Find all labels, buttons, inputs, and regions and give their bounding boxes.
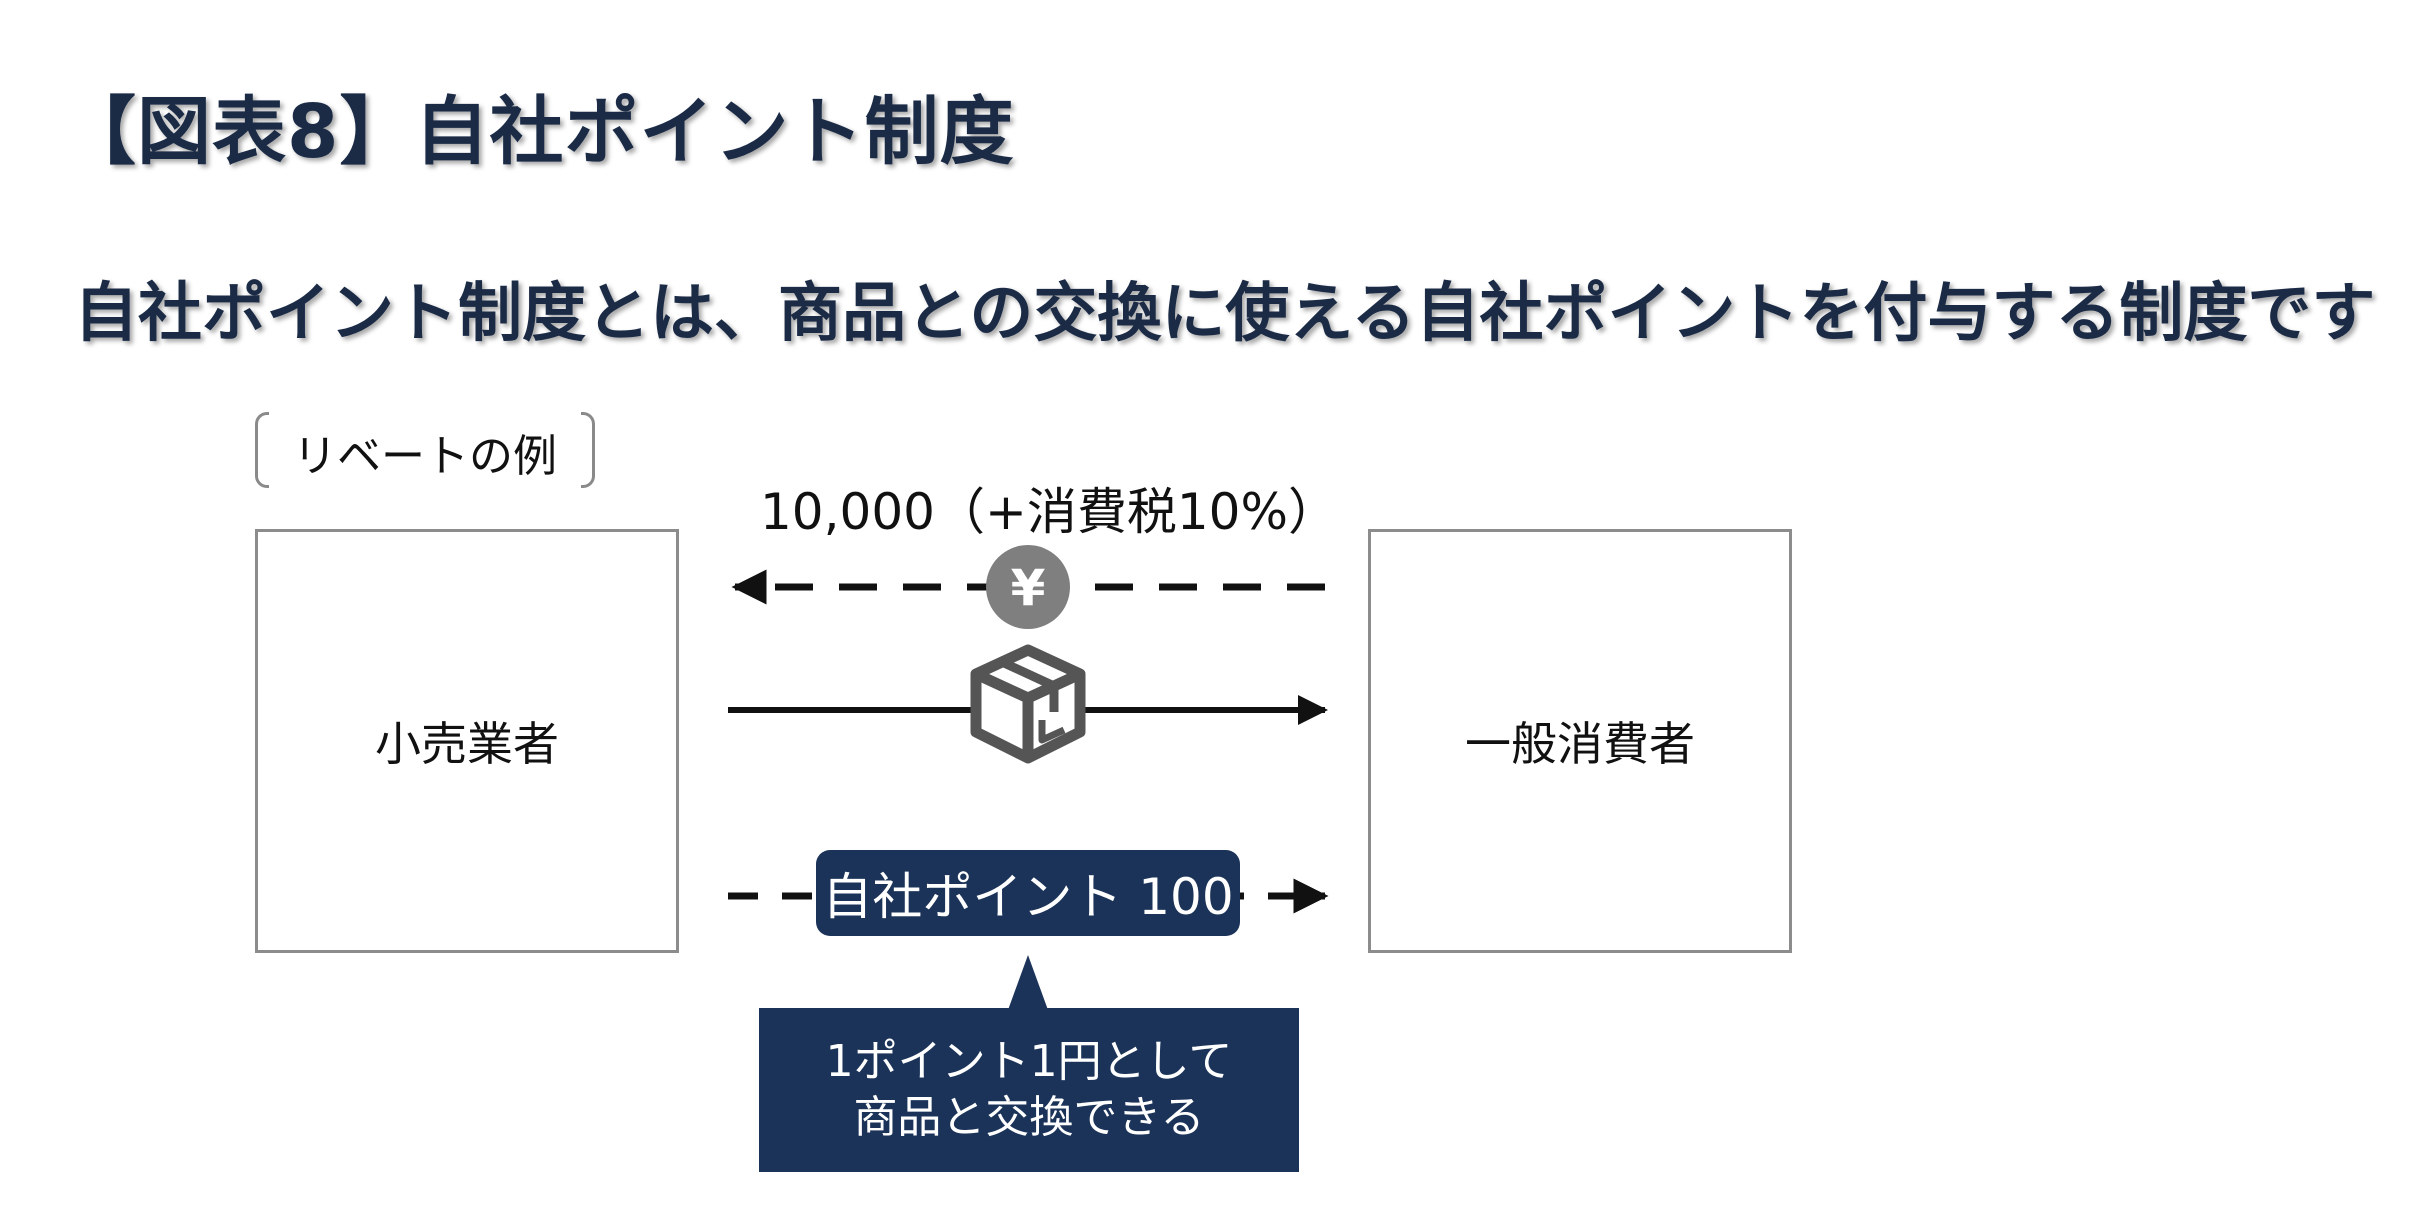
callout-pointer	[1008, 955, 1048, 1010]
callout-line-1: 1ポイント1円として	[825, 1036, 1233, 1087]
page-title: 【図表8】自社ポイント制度	[62, 89, 1015, 175]
point-badge: 自社ポイント 100	[816, 850, 1240, 936]
bracket-right	[581, 412, 595, 488]
retailer-label: 小売業者	[375, 717, 559, 771]
callout-line-2: 商品と交換できる	[853, 1092, 1205, 1143]
example-label: リベートの例	[255, 412, 595, 492]
bracket-left	[255, 412, 269, 488]
consumer-box: 一般消費者	[1368, 529, 1792, 953]
retailer-box: 小売業者	[255, 529, 679, 953]
consumer-label: 一般消費者	[1465, 717, 1695, 771]
example-label-text: リベートの例	[293, 431, 557, 482]
package-box-icon	[970, 644, 1086, 764]
payment-amount-label: 10,000（+消費税10%）	[760, 483, 1338, 541]
yen-coin-icon: ¥	[986, 545, 1070, 629]
point-callout: 1ポイント1円として 商品と交換できる	[759, 1008, 1299, 1172]
point-badge-label: 自社ポイント 100	[822, 868, 1234, 926]
page-subtitle: 自社ポイント制度とは、商品との交換に使える自社ポイントを付与する制度です	[74, 277, 2376, 351]
yen-symbol: ¥	[1011, 559, 1046, 617]
